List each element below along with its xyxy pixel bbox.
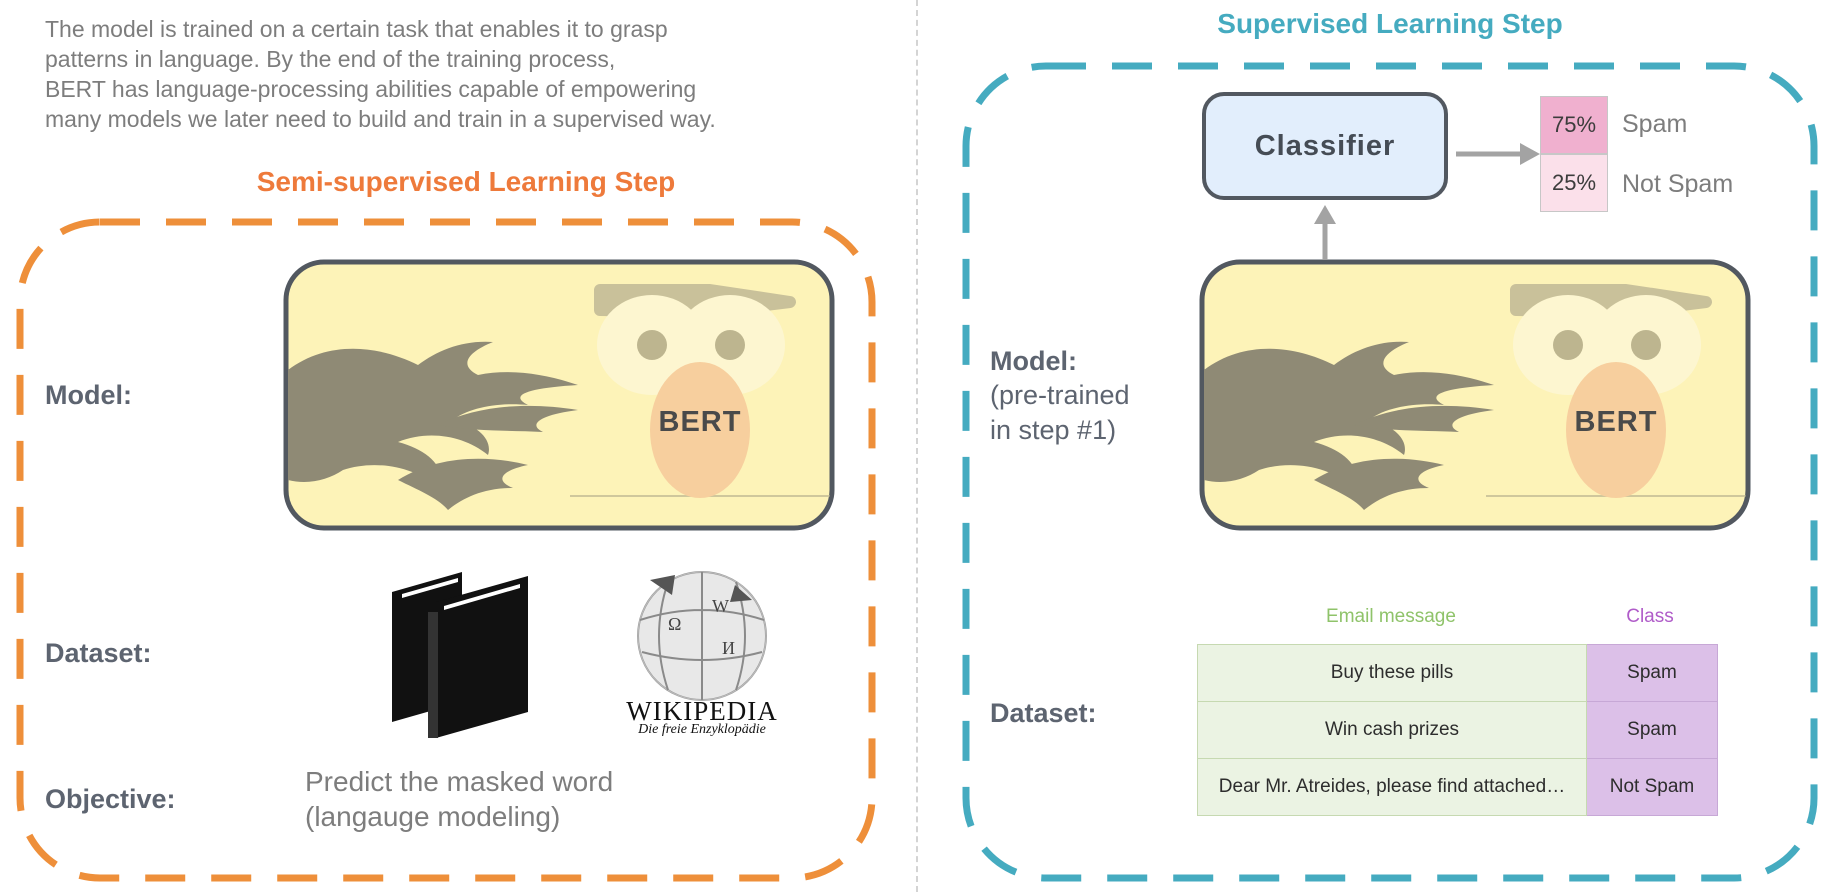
wikipedia-wordmark: WIKIPEDIA — [626, 696, 778, 726]
table-row: Dear Mr. Atreides, please find attached…… — [1197, 758, 1718, 816]
left-dataset-label: Dataset: — [45, 638, 152, 668]
model-sub-line: in step #1) — [990, 415, 1117, 445]
right-dataset-label: Dataset: — [990, 698, 1097, 728]
svg-text:И: И — [722, 638, 735, 658]
bert-model-left — [283, 259, 835, 531]
svg-text:W: W — [712, 596, 729, 616]
wikipedia-globe-icon: Ω W И — [637, 571, 767, 701]
bert-label-right: BERT — [1574, 406, 1658, 438]
spam-output-label: Spam — [1622, 110, 1688, 138]
not-spam-output-label: Not Spam — [1622, 170, 1734, 198]
intro-line: The model is trained on a certain task t… — [45, 16, 668, 42]
table-row: Win cash prizes Spam — [1197, 701, 1718, 759]
not-spam-probability: 25% — [1540, 154, 1608, 212]
table-row: Buy these pills Spam — [1197, 644, 1718, 702]
email-message-cell: Buy these pills — [1197, 644, 1587, 702]
intro-paragraph: The model is trained on a certain task t… — [45, 14, 805, 134]
class-cell: Not Spam — [1586, 758, 1718, 816]
objective-line: (langauge modeling) — [305, 801, 561, 832]
intro-line: BERT has language-processing abilities c… — [45, 76, 697, 102]
left-model-label: Model: — [45, 380, 132, 410]
class-cell: Spam — [1586, 701, 1718, 759]
spam-probability: 75% — [1540, 96, 1608, 154]
panel-divider — [916, 0, 918, 892]
email-message-cell: Dear Mr. Atreides, please find attached… — [1197, 758, 1587, 816]
right-model-label: Model: — [990, 346, 1077, 376]
left-objective-label: Objective: — [45, 784, 176, 814]
bert-label-left: BERT — [658, 406, 742, 438]
email-message-cell: Win cash prizes — [1197, 701, 1587, 759]
right-model-sublabel: (pre-trained in step #1) — [990, 378, 1130, 448]
class-cell: Spam — [1586, 644, 1718, 702]
objective-line: Predict the masked word — [305, 766, 614, 797]
svg-text:Ω: Ω — [668, 614, 681, 634]
bert-to-classifier-arrow — [1314, 205, 1336, 260]
wikipedia-tagline: Die freie Enzyklopädie — [638, 722, 766, 737]
supervised-container — [962, 62, 1818, 882]
semi-supervised-step-title: Semi-supervised Learning Step — [256, 166, 676, 197]
model-sub-line: (pre-trained — [990, 380, 1130, 410]
objective-text: Predict the masked word (langauge modeli… — [305, 764, 613, 834]
dataset-table: Buy these pills Spam Win cash prizes Spa… — [1197, 644, 1718, 816]
supervised-step-title: Supervised Learning Step — [1217, 8, 1563, 39]
intro-line: many models we later need to build and t… — [45, 106, 716, 132]
semi-supervised-container — [16, 218, 876, 882]
classifier-box: Classifier — [1202, 92, 1448, 200]
bert-model-right — [1199, 259, 1751, 531]
books-icon — [392, 572, 528, 738]
email-message-header: Email message — [1326, 606, 1456, 627]
classifier-to-output-arrow — [1456, 143, 1540, 165]
intro-line: patterns in language. By the end of the … — [45, 46, 616, 72]
class-header: Class — [1626, 606, 1674, 627]
